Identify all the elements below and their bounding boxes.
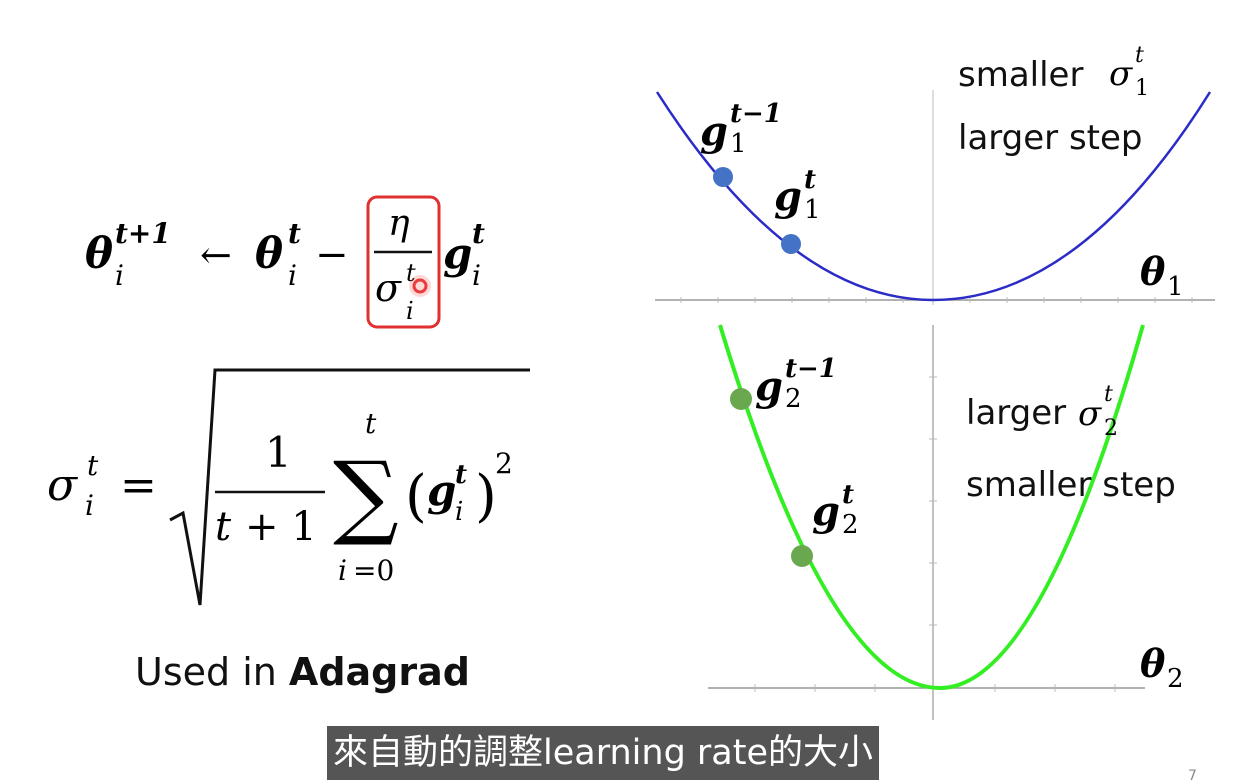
- svg-text:g: g: [427, 466, 456, 515]
- svg-text:): ): [475, 464, 497, 529]
- caption: Used in Adagrad: [135, 650, 470, 694]
- video-subtitle: 來自動的調整learning rate的大小: [327, 726, 880, 780]
- upper-point-far: [713, 167, 733, 187]
- svg-text:θ: θ: [1140, 641, 1166, 686]
- upper-label-near-sup: t: [804, 165, 816, 195]
- svg-text:θ: θ: [85, 229, 113, 278]
- svg-text:σ: σ: [47, 460, 79, 511]
- svg-text:i: i: [338, 554, 347, 587]
- svg-text:i: i: [406, 297, 414, 325]
- svg-text:σ: σ: [375, 266, 402, 310]
- svg-text:=0: =0: [353, 554, 394, 587]
- svg-text:θ: θ: [255, 229, 283, 278]
- learning-rate-highlight: [366, 195, 441, 329]
- svg-text:g: g: [700, 108, 728, 155]
- svg-text:2: 2: [495, 447, 513, 480]
- svg-text:1: 1: [265, 428, 292, 477]
- svg-text:1: 1: [1135, 76, 1149, 101]
- svg-text:i: i: [472, 259, 481, 292]
- lower-plot: g t−1 2 g t 2 θ 2 σ t 2: [708, 324, 1184, 720]
- svg-text:t: t: [406, 259, 416, 287]
- upper-curve: [655, 91, 1212, 302]
- svg-text:g: g: [812, 488, 840, 535]
- upper-label-far-sup: t−1: [730, 99, 782, 129]
- svg-text:θ: θ: [1140, 249, 1166, 294]
- svg-text:2: 2: [1104, 416, 1118, 441]
- svg-text:g: g: [443, 229, 472, 278]
- svg-text:g: g: [755, 363, 783, 410]
- svg-text:∑: ∑: [333, 442, 399, 549]
- svg-text:t: t: [472, 217, 485, 250]
- lower-point-far: [730, 388, 752, 410]
- upper-axis-sub: 1: [1167, 272, 1184, 302]
- lower-label-far-sup: t−1: [785, 354, 837, 384]
- svg-text:η: η: [388, 203, 410, 244]
- update-equation: θ t+1 i ← θ t i − η σ t i g t i: [85, 195, 485, 329]
- caption-prefix: Used in: [135, 650, 289, 694]
- svg-text:t+1: t+1: [115, 217, 171, 250]
- svg-text:2: 2: [785, 384, 802, 414]
- svg-text:g: g: [774, 173, 802, 220]
- lower-plot-line2: smaller step: [966, 465, 1176, 505]
- svg-text:i: i: [455, 497, 463, 527]
- caption-bold: Adagrad: [288, 650, 470, 694]
- sigma-equation: σ t i = 1 t + 1 t ∑ i =0 ( g t i ) 2: [47, 368, 530, 606]
- svg-text:1: 1: [804, 195, 821, 225]
- lower-point-near: [791, 545, 813, 567]
- svg-text:+ 1: + 1: [245, 504, 317, 550]
- svg-text:t: t: [1104, 382, 1113, 407]
- upper-plot-line1: smaller: [958, 55, 1084, 95]
- svg-text:t: t: [288, 217, 301, 250]
- svg-text:σ: σ: [1078, 394, 1102, 434]
- svg-text:−: −: [315, 232, 349, 278]
- lower-curve: [718, 324, 1145, 691]
- svg-text:t: t: [1135, 43, 1144, 68]
- svg-text:2: 2: [842, 510, 859, 540]
- svg-text:1: 1: [730, 129, 747, 159]
- svg-text:i: i: [85, 489, 94, 522]
- svg-text:i: i: [115, 259, 124, 292]
- lower-plot-line1: larger: [966, 393, 1067, 433]
- page-number: 7: [1188, 768, 1197, 784]
- lower-label-near-sup: t: [842, 480, 854, 510]
- upper-plot: g t−1 1 g t 1 θ 1 σ t 1: [655, 43, 1215, 305]
- lower-axis-sub: 2: [1167, 664, 1184, 694]
- svg-text:t: t: [455, 460, 467, 490]
- svg-text:t: t: [365, 407, 377, 440]
- svg-text:(: (: [405, 464, 427, 529]
- svg-text:t: t: [215, 504, 232, 550]
- svg-text:←: ←: [200, 233, 232, 277]
- svg-text:=: =: [120, 460, 157, 511]
- svg-text:σ: σ: [1109, 54, 1133, 94]
- upper-point-near: [781, 234, 801, 254]
- svg-text:t: t: [87, 449, 99, 482]
- upper-plot-line2: larger step: [958, 118, 1143, 158]
- cursor-indicator: [412, 278, 428, 294]
- svg-text:i: i: [288, 259, 297, 292]
